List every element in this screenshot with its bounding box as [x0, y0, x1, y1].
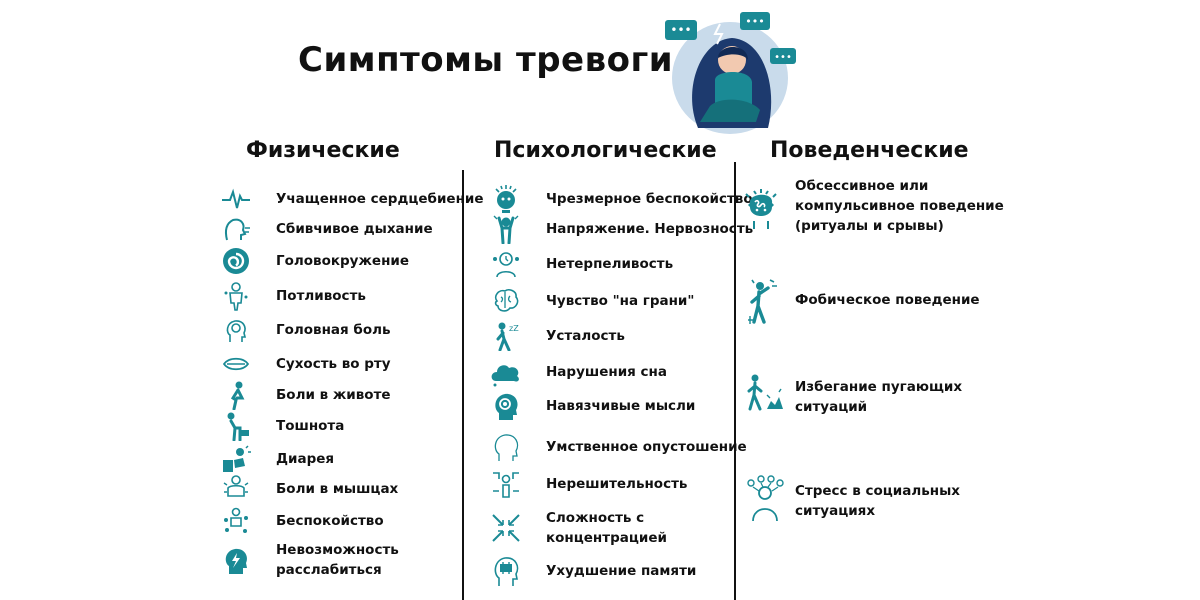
item-label: Усталость — [546, 328, 625, 344]
restlessness-icon — [220, 505, 252, 537]
anxious-person-illustration: ••• ••• ••• — [660, 10, 800, 135]
physical-heading: Физические — [246, 138, 400, 163]
stomach-ache-icon — [220, 379, 252, 411]
list-item: Чувство "на грани" — [490, 285, 694, 317]
item-label-line2: компульсивное поведение — [795, 198, 1004, 214]
list-item: Избегание пугающих ситуаций — [745, 373, 962, 417]
svg-text:•••: ••• — [670, 23, 691, 37]
item-label-line2: ситуаций — [795, 399, 868, 415]
brain-icon — [490, 285, 522, 317]
list-item: Нетерпеливость — [490, 248, 673, 280]
item-label: Нарушения сна — [546, 364, 667, 380]
list-item: Сухость во рту — [220, 348, 391, 380]
dizziness-icon — [220, 245, 252, 277]
item-label: Нетерпеливость — [546, 256, 674, 272]
head-bolt-icon — [220, 544, 252, 576]
cloud-icon — [490, 356, 522, 388]
item-label: Тошнота — [276, 418, 345, 434]
item-label: Боли в мышцах — [276, 481, 399, 497]
item-label-line3: (ритуалы и срывы) — [795, 218, 944, 234]
indecision-icon — [490, 468, 522, 500]
item-label: Умственное опустошение — [546, 439, 747, 455]
list-item: Сложность с концентрацией — [490, 508, 667, 548]
item-label-line1: Стресс в социальных — [795, 483, 961, 499]
social-stress-icon — [745, 475, 785, 523]
item-label: Сбивчивое дыхание — [276, 221, 433, 237]
list-item: Учащенное сердцебиение — [220, 183, 484, 215]
tension-icon — [490, 213, 522, 245]
item-label-line2: ситуациях — [795, 503, 876, 519]
svg-text:•••: ••• — [745, 15, 764, 28]
obsessive-thoughts-icon — [490, 390, 522, 422]
item-label-line1: Сложность с — [546, 510, 645, 526]
item-label-line1: Невозможность — [276, 542, 399, 558]
list-item: Напряжение. Нервозность — [490, 213, 753, 245]
headache-icon — [220, 314, 252, 346]
list-item: Нарушения сна — [490, 356, 667, 388]
memory-icon — [490, 555, 522, 587]
list-item: Навязчивые мысли — [490, 390, 695, 422]
list-item: Обсессивное или компульсивное поведение … — [743, 176, 1004, 236]
list-item: Боли в мышцах — [220, 473, 398, 505]
item-label: Ухудшение памяти — [546, 563, 697, 579]
page-title: Симптомы тревоги — [298, 40, 674, 80]
item-label-line1: Избегание пугающих — [795, 379, 963, 395]
list-item: Невозможность расслабиться — [220, 540, 399, 580]
psychological-heading: Психологические — [494, 138, 717, 163]
sweating-icon — [220, 280, 252, 312]
item-label: Чрезмерное беспокойство — [546, 191, 753, 207]
list-item: Потливость — [220, 280, 366, 312]
breathing-icon — [220, 213, 252, 245]
list-item: Сбивчивое дыхание — [220, 213, 433, 245]
item-label-line2: концентрацией — [546, 530, 667, 546]
list-item: Нерешительность — [490, 468, 687, 500]
compulsive-head-icon — [743, 184, 779, 234]
muscle-pain-icon — [220, 473, 252, 505]
empty-head-icon — [490, 431, 522, 463]
list-item: Фобическое поведение — [745, 276, 980, 324]
list-item: Головокружение — [220, 245, 409, 277]
list-item: Ухудшение памяти — [490, 555, 696, 587]
list-item: zZ Усталость — [490, 320, 625, 352]
item-label: Напряжение. Нервозность — [546, 221, 754, 237]
list-item: Стресс в социальных ситуациях — [745, 475, 960, 523]
fatigue-icon: zZ — [490, 320, 522, 352]
item-label: Головная боль — [276, 322, 391, 338]
item-label: Учащенное сердцебиение — [276, 191, 484, 207]
list-item: Тошнота — [220, 410, 344, 442]
item-label: Чувство "на грани" — [546, 293, 695, 309]
impatience-icon — [490, 248, 522, 280]
item-label: Нерешительность — [546, 476, 688, 492]
item-label: Потливость — [276, 288, 366, 304]
item-label: Сухость во рту — [276, 356, 391, 372]
item-label: Беспокойство — [276, 513, 384, 529]
column-divider — [462, 170, 464, 600]
list-item: Диарея — [220, 443, 334, 475]
heartbeat-icon — [220, 183, 252, 215]
behavioral-heading: Поведенческие — [770, 138, 969, 163]
svg-text:•••: ••• — [774, 52, 792, 63]
item-label-line1: Обсессивное или — [795, 178, 929, 194]
nausea-icon — [220, 410, 252, 442]
item-label: Навязчивые мысли — [546, 398, 696, 414]
worry-icon — [490, 183, 522, 215]
item-label: Боли в животе — [276, 387, 391, 403]
item-label: Головокружение — [276, 253, 410, 269]
list-item: Боли в животе — [220, 379, 391, 411]
concentration-icon — [490, 512, 522, 544]
list-item: Чрезмерное беспокойство — [490, 183, 753, 215]
mouth-icon — [220, 348, 252, 380]
avoidance-icon — [745, 373, 785, 413]
phobia-icon — [745, 276, 781, 324]
item-label: Фобическое поведение — [795, 292, 980, 308]
list-item: Беспокойство — [220, 505, 384, 537]
item-label-line2: расслабиться — [276, 562, 382, 578]
toilet-icon — [220, 443, 252, 475]
svg-text:zZ: zZ — [509, 324, 519, 333]
list-item: Умственное опустошение — [490, 431, 747, 463]
column-divider — [734, 162, 736, 600]
list-item: Головная боль — [220, 314, 391, 346]
item-label: Диарея — [276, 451, 335, 467]
